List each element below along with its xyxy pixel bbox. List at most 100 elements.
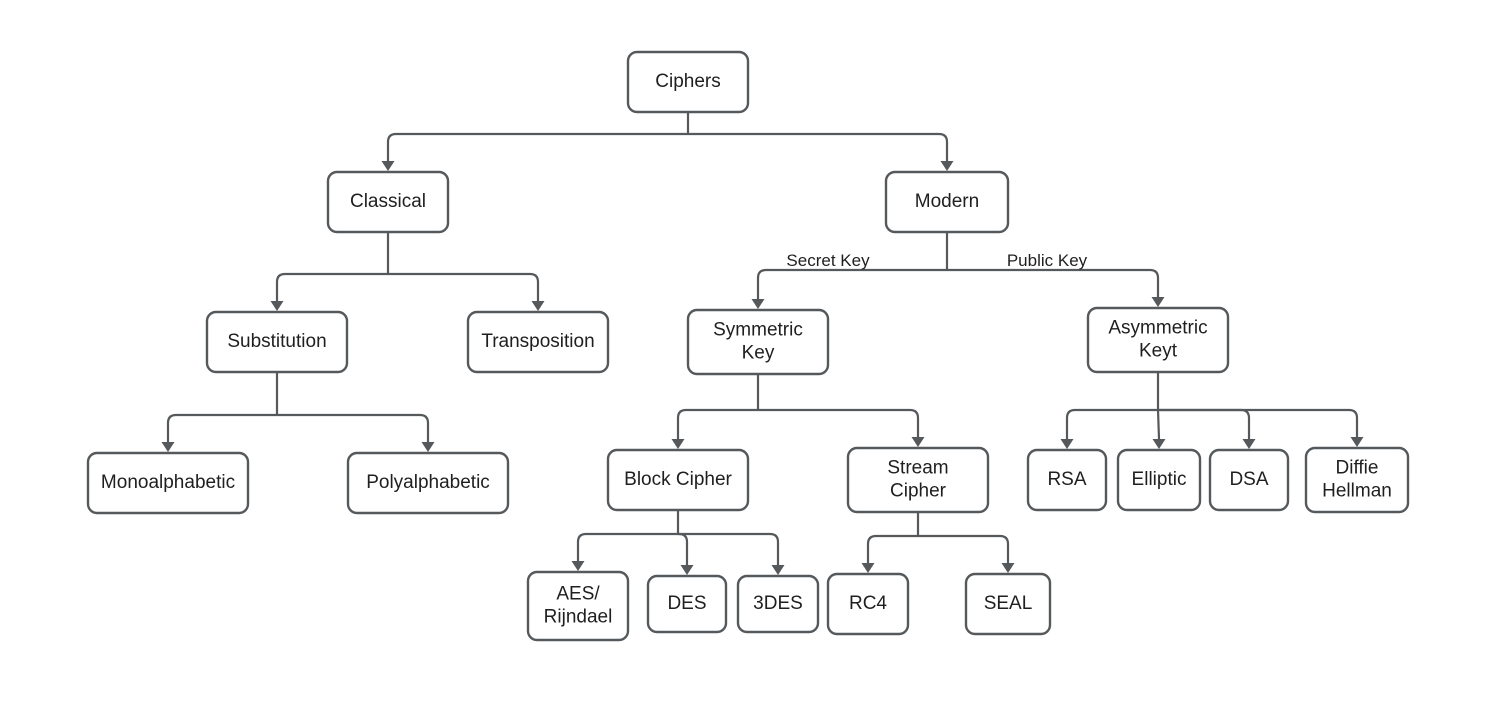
node-aes-rijndael[interactable]: AES/Rijndael <box>526 570 630 642</box>
node-elliptic[interactable]: Elliptic <box>1116 448 1202 512</box>
edge-line <box>676 408 758 439</box>
node-label: DSA <box>1229 469 1268 490</box>
edge-e-sub-poly <box>277 413 435 452</box>
edge-arrowhead <box>1060 439 1074 449</box>
edge-arrowhead <box>531 301 545 311</box>
node-box <box>884 170 1010 234</box>
edge-line <box>386 132 688 161</box>
node-ciphers[interactable]: Ciphers <box>626 50 750 114</box>
node-label: RSA <box>1047 469 1086 490</box>
edge-e-sym-block <box>671 408 758 449</box>
edge-line <box>947 268 1160 297</box>
node-modern[interactable]: Modern <box>884 170 1010 234</box>
edge-line <box>388 272 540 301</box>
edge-line <box>678 532 780 565</box>
node-box <box>526 570 630 642</box>
edge-line <box>275 272 388 301</box>
edge-line <box>677 532 689 565</box>
edge-arrowhead <box>940 161 954 171</box>
node-polyalphabetic[interactable]: Polyalphabetic <box>346 451 510 515</box>
secret-key-label: Secret Key <box>786 251 870 270</box>
node-label: Block Cipher <box>624 469 732 490</box>
node-label: DES <box>667 593 706 614</box>
node-substitution[interactable]: Substitution <box>205 310 349 374</box>
node-des[interactable]: DES <box>646 574 728 634</box>
edge-e-ciphers-modern <box>688 132 954 171</box>
edge-e-stream-seal <box>918 534 1015 573</box>
edge-e-asym-rsa <box>1060 408 1158 449</box>
node-box <box>1208 448 1290 512</box>
node-label: Classical <box>350 191 426 212</box>
node-label: SEAL <box>984 593 1033 614</box>
edge-arrowhead <box>270 301 284 311</box>
node-box <box>626 50 750 114</box>
node-monoalphabetic[interactable]: Monoalphabetic <box>86 451 250 515</box>
node-label: Polyalphabetic <box>366 472 490 493</box>
edge-e-sub-mono <box>161 413 277 452</box>
node-box <box>1304 446 1410 514</box>
node-box <box>1026 448 1108 512</box>
node-box <box>86 451 250 515</box>
node-label: AES/Rijndael <box>544 584 613 628</box>
node-dsa[interactable]: DSA <box>1208 448 1290 512</box>
edge-arrowhead <box>751 299 765 309</box>
edge-arrowhead <box>1242 439 1256 449</box>
node-box <box>964 572 1052 636</box>
node-box <box>686 308 830 376</box>
edge-line <box>756 268 947 299</box>
edge-e-block-3des <box>678 532 785 575</box>
edge-arrowhead <box>1001 563 1015 573</box>
edge-line <box>277 413 430 442</box>
node-label: Modern <box>915 191 979 212</box>
edge-line <box>918 534 1010 563</box>
edge-line <box>1156 409 1161 440</box>
node-label: 3DES <box>753 593 803 614</box>
node-label: Elliptic <box>1132 469 1187 490</box>
edge-line <box>1158 408 1251 439</box>
edge-arrowhead <box>671 439 685 449</box>
node-box <box>606 448 750 512</box>
node-label: Monoalphabetic <box>101 472 235 493</box>
node-box <box>326 170 450 234</box>
edge-arrowhead <box>861 563 875 573</box>
node-box <box>346 451 510 515</box>
node-seal[interactable]: SEAL <box>964 572 1052 636</box>
edge-arrowhead <box>1151 297 1165 307</box>
node-label: Substitution <box>227 331 326 352</box>
edge-arrowhead <box>161 442 175 452</box>
edge-e-ciphers-classical <box>381 132 688 171</box>
node-box <box>646 574 728 634</box>
node-block-cipher[interactable]: Block Cipher <box>606 448 750 512</box>
edge-e-block-des <box>677 532 694 575</box>
edge-arrowhead <box>421 442 435 452</box>
node-classical[interactable]: Classical <box>326 170 450 234</box>
edge-e-modern-symmetric <box>751 268 947 309</box>
node-box <box>1086 306 1230 374</box>
node-3des[interactable]: 3DES <box>736 574 820 634</box>
node-box <box>826 572 910 636</box>
node-rc4[interactable]: RC4 <box>826 572 910 636</box>
edge-e-asym-diffie <box>1158 408 1364 447</box>
edge-e-asym-dsa <box>1158 408 1256 449</box>
edge-e-modern-asymmetric <box>947 268 1165 307</box>
node-rsa[interactable]: RSA <box>1026 448 1108 512</box>
node-transposition[interactable]: Transposition <box>466 310 610 374</box>
edge-e-block-aes <box>571 532 678 571</box>
edge-line <box>688 132 949 161</box>
edge-e-classical-substitution <box>270 272 388 311</box>
node-box <box>736 574 820 634</box>
node-box <box>466 310 610 374</box>
edge-line <box>576 532 678 561</box>
edge-line <box>866 534 918 563</box>
